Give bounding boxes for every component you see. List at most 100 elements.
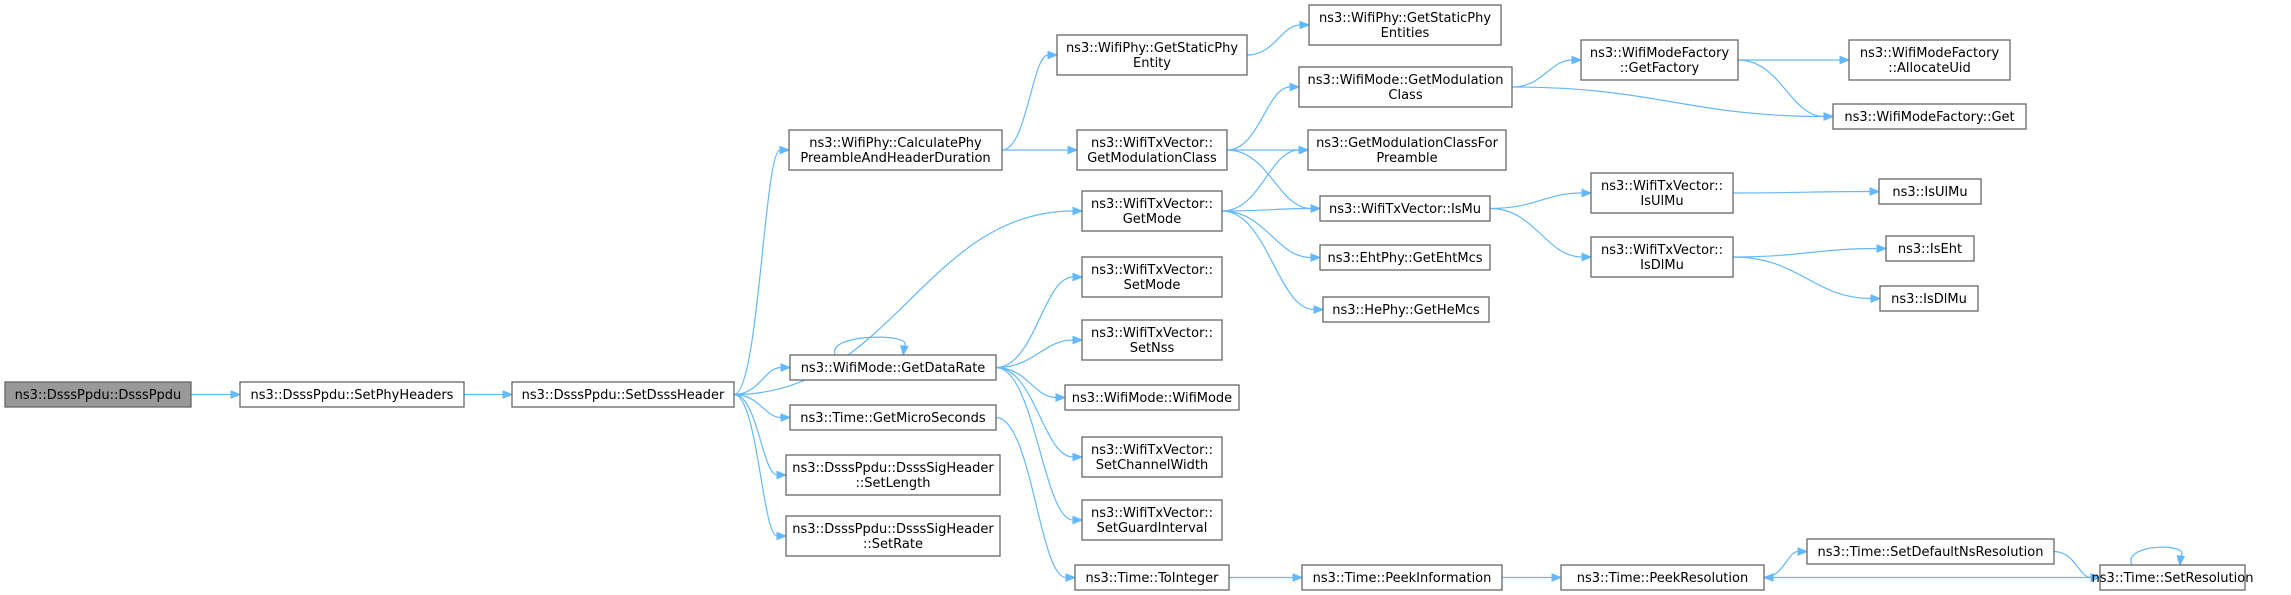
node-n15[interactable]: ns3::WifiTxVector::SetGuardInterval xyxy=(1081,499,1223,541)
edge-arrowhead xyxy=(1299,20,1311,30)
edge-arrowhead xyxy=(1072,515,1084,525)
node-box xyxy=(1298,66,1513,108)
node-box xyxy=(511,381,735,408)
node-label-line: ns3::DsssPpdu::SetDsssHeader xyxy=(522,388,725,403)
node-n12[interactable]: ns3::WifiTxVector::SetNss xyxy=(1081,319,1223,361)
node-n7[interactable]: ns3::DsssPpdu::DsssSigHeader::SetLength xyxy=(785,454,1001,496)
node-n31[interactable]: ns3::IsEht xyxy=(1885,235,1975,262)
node-n5[interactable]: ns3::WifiMode::GetDataRate xyxy=(789,354,997,381)
edge-arrowhead xyxy=(1581,188,1593,198)
node-label-line: ns3::GetModulationClassFor xyxy=(1316,136,1499,151)
edge-line xyxy=(1221,149,1300,212)
node-n8[interactable]: ns3::DsssPpdu::DsssSigHeader::SetRate xyxy=(785,515,1001,557)
node-label-line: ns3::DsssPpdu::DsssSigHeader xyxy=(792,461,994,476)
node-n1[interactable]: ns3::DsssPpdu::SetPhyHeaders xyxy=(239,381,465,408)
node-label-line: ns3::WifiTxVector:: xyxy=(1091,443,1213,458)
node-label-line: ns3::DsssPpdu::SetPhyHeaders xyxy=(251,388,454,403)
edge-n5-to-n14 xyxy=(995,366,1084,462)
edge-n1-to-n2 xyxy=(463,390,514,399)
node-label-line: Entities xyxy=(1381,26,1430,41)
edge-n20-to-n27 xyxy=(1489,207,1593,262)
node-label-line: ns3::WifiPhy::GetStaticPhy xyxy=(1066,41,1238,56)
edge-line xyxy=(1226,149,1312,210)
node-box xyxy=(1081,499,1223,541)
node-n14[interactable]: ns3::WifiTxVector::SetChannelWidth xyxy=(1081,436,1223,478)
edge-n5-to-n15 xyxy=(995,366,1084,525)
node-n25[interactable]: ns3::WifiModeFactory::Get xyxy=(1832,103,2027,130)
edge-layer xyxy=(190,20,2186,582)
edge-line xyxy=(1489,207,1583,258)
node-box xyxy=(2099,564,2246,591)
edge-arrowhead xyxy=(1055,393,1067,402)
node-n0[interactable]: ns3::DsssPpdu::DsssPpdu xyxy=(4,381,192,408)
node-n20[interactable]: ns3::WifiTxVector::IsMu xyxy=(1319,195,1491,222)
node-n34[interactable]: ns3::Time::SetResolution xyxy=(2092,564,2254,591)
node-n30[interactable]: ns3::IsUlMu xyxy=(1878,178,1982,205)
edge-line xyxy=(1511,86,1825,118)
edge-line xyxy=(995,339,1074,369)
edge-line xyxy=(1221,210,1312,259)
edge-line xyxy=(995,366,1057,399)
node-box xyxy=(1806,538,2055,565)
edge-line xyxy=(733,393,782,419)
node-box xyxy=(789,404,997,431)
node-n24[interactable]: ns3::WifiModeFactory::GetFactory xyxy=(1580,39,1739,81)
node-label-line: ns3::WifiTxVector:: xyxy=(1601,179,1723,194)
node-n6[interactable]: ns3::Time::GetMicroSeconds xyxy=(789,404,997,431)
edge-n4-to-n20 xyxy=(1221,204,1322,213)
edge-n24-to-n29 xyxy=(1738,55,1851,65)
node-n2[interactable]: ns3::DsssPpdu::SetDsssHeader xyxy=(511,381,735,408)
edge-n4-to-n19 xyxy=(1221,145,1310,212)
node-box xyxy=(1301,564,1503,591)
node-n27[interactable]: ns3::WifiTxVector::IsDlMu xyxy=(1590,236,1734,278)
edge-n0-to-n1 xyxy=(190,390,242,399)
node-n21[interactable]: ns3::EhtPhy::GetEhtMcs xyxy=(1319,244,1491,271)
node-n16[interactable]: ns3::Time::ToInteger xyxy=(1074,564,1230,591)
edge-n18-to-n24 xyxy=(1511,55,1583,88)
node-label-line: ns3::Time::ToInteger xyxy=(1085,571,1219,586)
node-n11[interactable]: ns3::WifiTxVector::SetMode xyxy=(1081,256,1223,298)
node-box xyxy=(1076,129,1228,171)
edge-arrowhead xyxy=(502,390,514,399)
edge-n2-to-n7 xyxy=(733,393,788,480)
node-n29[interactable]: ns3::WifiModeFactory::AllocateUid xyxy=(1848,39,2011,81)
node-n28[interactable]: ns3::Time::PeekResolution xyxy=(1560,564,1765,591)
node-n10[interactable]: ns3::WifiTxVector::GetModulationClass xyxy=(1076,129,1228,171)
node-n4[interactable]: ns3::WifiTxVector::GetMode xyxy=(1081,190,1223,232)
node-n23[interactable]: ns3::Time::PeekInformation xyxy=(1301,564,1503,591)
node-label-line: ns3::WifiMode::WifiMode xyxy=(1072,391,1232,406)
node-n32[interactable]: ns3::IsDlMu xyxy=(1879,285,1979,312)
edge-arrowhead xyxy=(2176,555,2186,567)
edge-arrowhead xyxy=(776,531,788,541)
node-box xyxy=(1580,39,1739,81)
edge-arrowhead xyxy=(779,145,791,155)
node-box xyxy=(785,454,1001,496)
node-n22[interactable]: ns3::HePhy::GetHeMcs xyxy=(1322,296,1490,323)
node-box xyxy=(1307,129,1507,171)
node-n13[interactable]: ns3::WifiMode::WifiMode xyxy=(1064,384,1240,411)
edge-arrowhead xyxy=(1313,305,1325,314)
node-n26[interactable]: ns3::WifiTxVector::IsUlMu xyxy=(1590,172,1734,214)
node-label-line: PreambleAndHeaderDuration xyxy=(800,151,990,166)
edge-arrowhead xyxy=(1310,253,1322,262)
edge-n3-to-n10 xyxy=(1001,145,1079,155)
node-label-line: ns3::WifiModeFactory xyxy=(1860,46,2000,61)
node-n33[interactable]: ns3::Time::SetDefaultNsResolution xyxy=(1806,538,2055,565)
node-box xyxy=(1308,4,1502,46)
node-label-line: ns3::Time::SetResolution xyxy=(2092,571,2254,586)
edge-arrowhead xyxy=(1292,573,1304,582)
edge-line xyxy=(995,366,1074,458)
node-box xyxy=(1878,178,1982,205)
node-label-line: Class xyxy=(1388,88,1422,103)
node-n3[interactable]: ns3::WifiPhy::CalculatePhyPreambleAndHea… xyxy=(788,129,1003,171)
edge-line xyxy=(995,416,1067,579)
edge-n3-to-n9 xyxy=(1001,50,1059,151)
node-n18[interactable]: ns3::WifiMode::GetModulationClass xyxy=(1298,66,1513,108)
edge-arrowhead xyxy=(1870,294,1882,303)
node-box xyxy=(1885,235,1975,262)
node-label-line: ::SetLength xyxy=(856,476,931,491)
